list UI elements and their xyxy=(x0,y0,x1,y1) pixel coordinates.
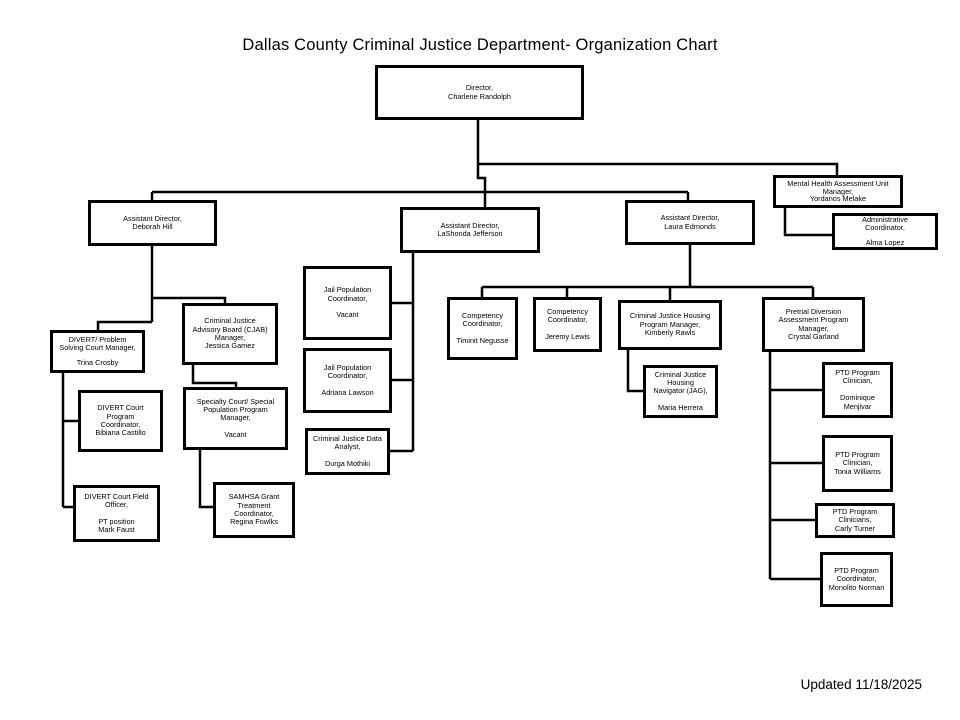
org-box-jail-population-coordinator-vacant: Jail Population Coordinator, Vacant xyxy=(303,266,392,340)
org-box-data-analyst: Criminal Justice Data Analyst, Durga Mot… xyxy=(305,428,390,475)
org-box-cjab-manager: Criminal Justice Advisory Board (CJAB) M… xyxy=(182,303,278,365)
chart-title: Dallas County Criminal Justice Departmen… xyxy=(242,36,718,54)
connector-to-trina xyxy=(96,320,152,330)
org-box-assistant-director-edmonds: Assistant Director, Laura Edmonds xyxy=(625,200,755,245)
org-box-administrative-coordinator: Administrative Coordinator, Alma Lopez xyxy=(832,213,938,250)
org-box-divert-field-officer: DIVERT Court Field Officer, PT position … xyxy=(73,485,160,542)
org-box-samhsa-grant-coordinator: SAMHSA Grant Treatment Coordinator, Regi… xyxy=(213,482,295,538)
org-box-housing-program-manager: Criminal Justice Housing Program Manager… xyxy=(618,300,722,350)
connector-director-to-mental xyxy=(478,162,839,175)
org-box-assistant-director-hill: Assistant Director, Deborah Hill xyxy=(88,200,217,246)
updated-date: Updated 11/18/2025 xyxy=(800,677,922,692)
connector-cjab-to-specialty xyxy=(191,365,238,387)
connector-kimberly-to-maria xyxy=(626,350,643,393)
org-box-jail-population-coordinator-lawson: Jail Population Coordinator, Adriana Law… xyxy=(303,348,392,413)
org-box-ptd-assessment-manager: Pretrial Diversion Assessment Program Ma… xyxy=(762,297,865,352)
org-box-specialty-court-manager: Specialty Court/ Special Population Prog… xyxy=(183,387,288,450)
org-box-ptd-clinician-williams: PTD Program Clinician, Tonia Williams xyxy=(822,435,893,492)
org-box-housing-navigator: Criminal Justice Housing Navigator (JAG)… xyxy=(643,365,718,418)
connector-to-cjab xyxy=(152,296,227,303)
connector-specialty-to-samhsa xyxy=(198,450,213,509)
org-box-divert-court-manager: DIVERT/ Problem Solving Court Manager, T… xyxy=(50,330,145,373)
org-box-competency-coordinator-lewis: Competency Coordinator, Jeremy Lewis xyxy=(533,297,602,352)
org-box-competency-coordinator-negusse: Competency Coordinator, Timinit Negusse xyxy=(447,297,518,360)
org-box-ptd-coordinator-norman: PTD Program Coordinator, Monolito Norman xyxy=(820,552,893,607)
org-box-director: Director, Charlene Randolph xyxy=(375,65,584,120)
org-box-ptd-clinician-menjivar: PTD Program Clinician, Dominique Menjiva… xyxy=(822,362,893,418)
org-box-assistant-director-jefferson: Assistant Director, LaShonda Jefferson xyxy=(400,207,540,253)
org-box-mental-health-unit-manager: Mental Health Assessment Unit Manager, Y… xyxy=(773,175,903,208)
org-box-ptd-clinicians-turner: PTD Program Clinicians, Carly Turner xyxy=(815,503,895,538)
connector-mental-to-admin xyxy=(783,208,832,237)
org-box-divert-program-coordinator: DIVERT Court Program Coordinator, Bibian… xyxy=(78,390,163,452)
